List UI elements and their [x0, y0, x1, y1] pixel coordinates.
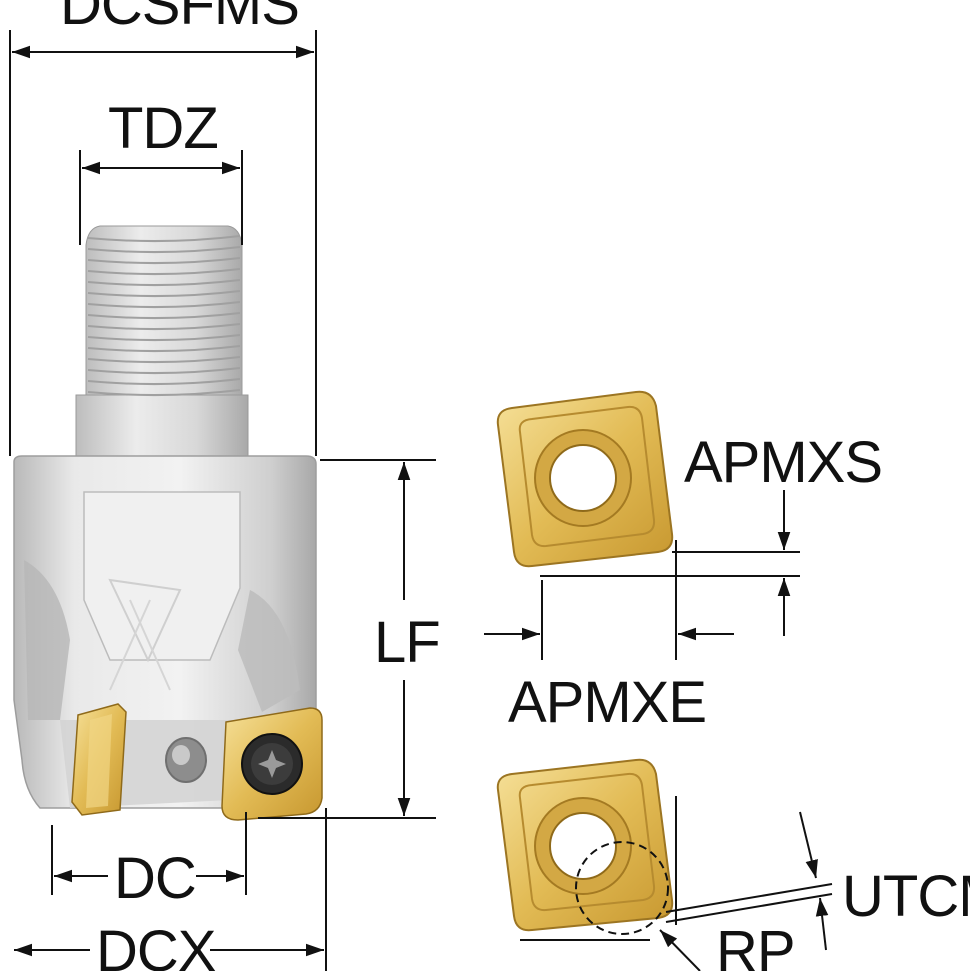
label-dcsfms: DCSFMS [60, 0, 299, 37]
dimension-labels: DCSFMS TDZ LF APMXS APMXE DC DCX UTCM RP [60, 0, 970, 971]
thread-line [87, 345, 241, 353]
thread-line [87, 257, 241, 265]
thread-line [87, 334, 241, 342]
thread-line [87, 268, 241, 276]
thread-line [87, 279, 241, 287]
insert-top-view-lower [496, 758, 674, 935]
thread-line [87, 378, 241, 386]
label-apmxs: APMXS [684, 430, 882, 495]
label-lf: LF [374, 610, 440, 675]
label-rp: RP [716, 919, 795, 971]
thread-line [87, 301, 241, 309]
thread-line [87, 290, 241, 298]
label-apmxe: APMXE [508, 670, 706, 735]
left-insert [71, 703, 127, 816]
thread-line [87, 356, 241, 364]
label-dc: DC [114, 846, 196, 911]
dimension-lines [9, 30, 833, 971]
label-tdz: TDZ [108, 96, 218, 161]
thread-line [87, 323, 241, 331]
threaded-shank [75, 225, 249, 460]
thread-line [87, 367, 241, 375]
label-utcm: UTCM [842, 864, 970, 929]
milling-cutter [13, 225, 323, 821]
thread-line [87, 312, 241, 320]
front-insert [221, 707, 323, 821]
thread-line [87, 389, 241, 397]
thread-line [87, 246, 241, 254]
insert-top-view-upper [496, 390, 674, 568]
thread-line [87, 235, 241, 243]
corner-radius-circle [575, 841, 669, 935]
label-dcx: DCX [96, 919, 216, 971]
